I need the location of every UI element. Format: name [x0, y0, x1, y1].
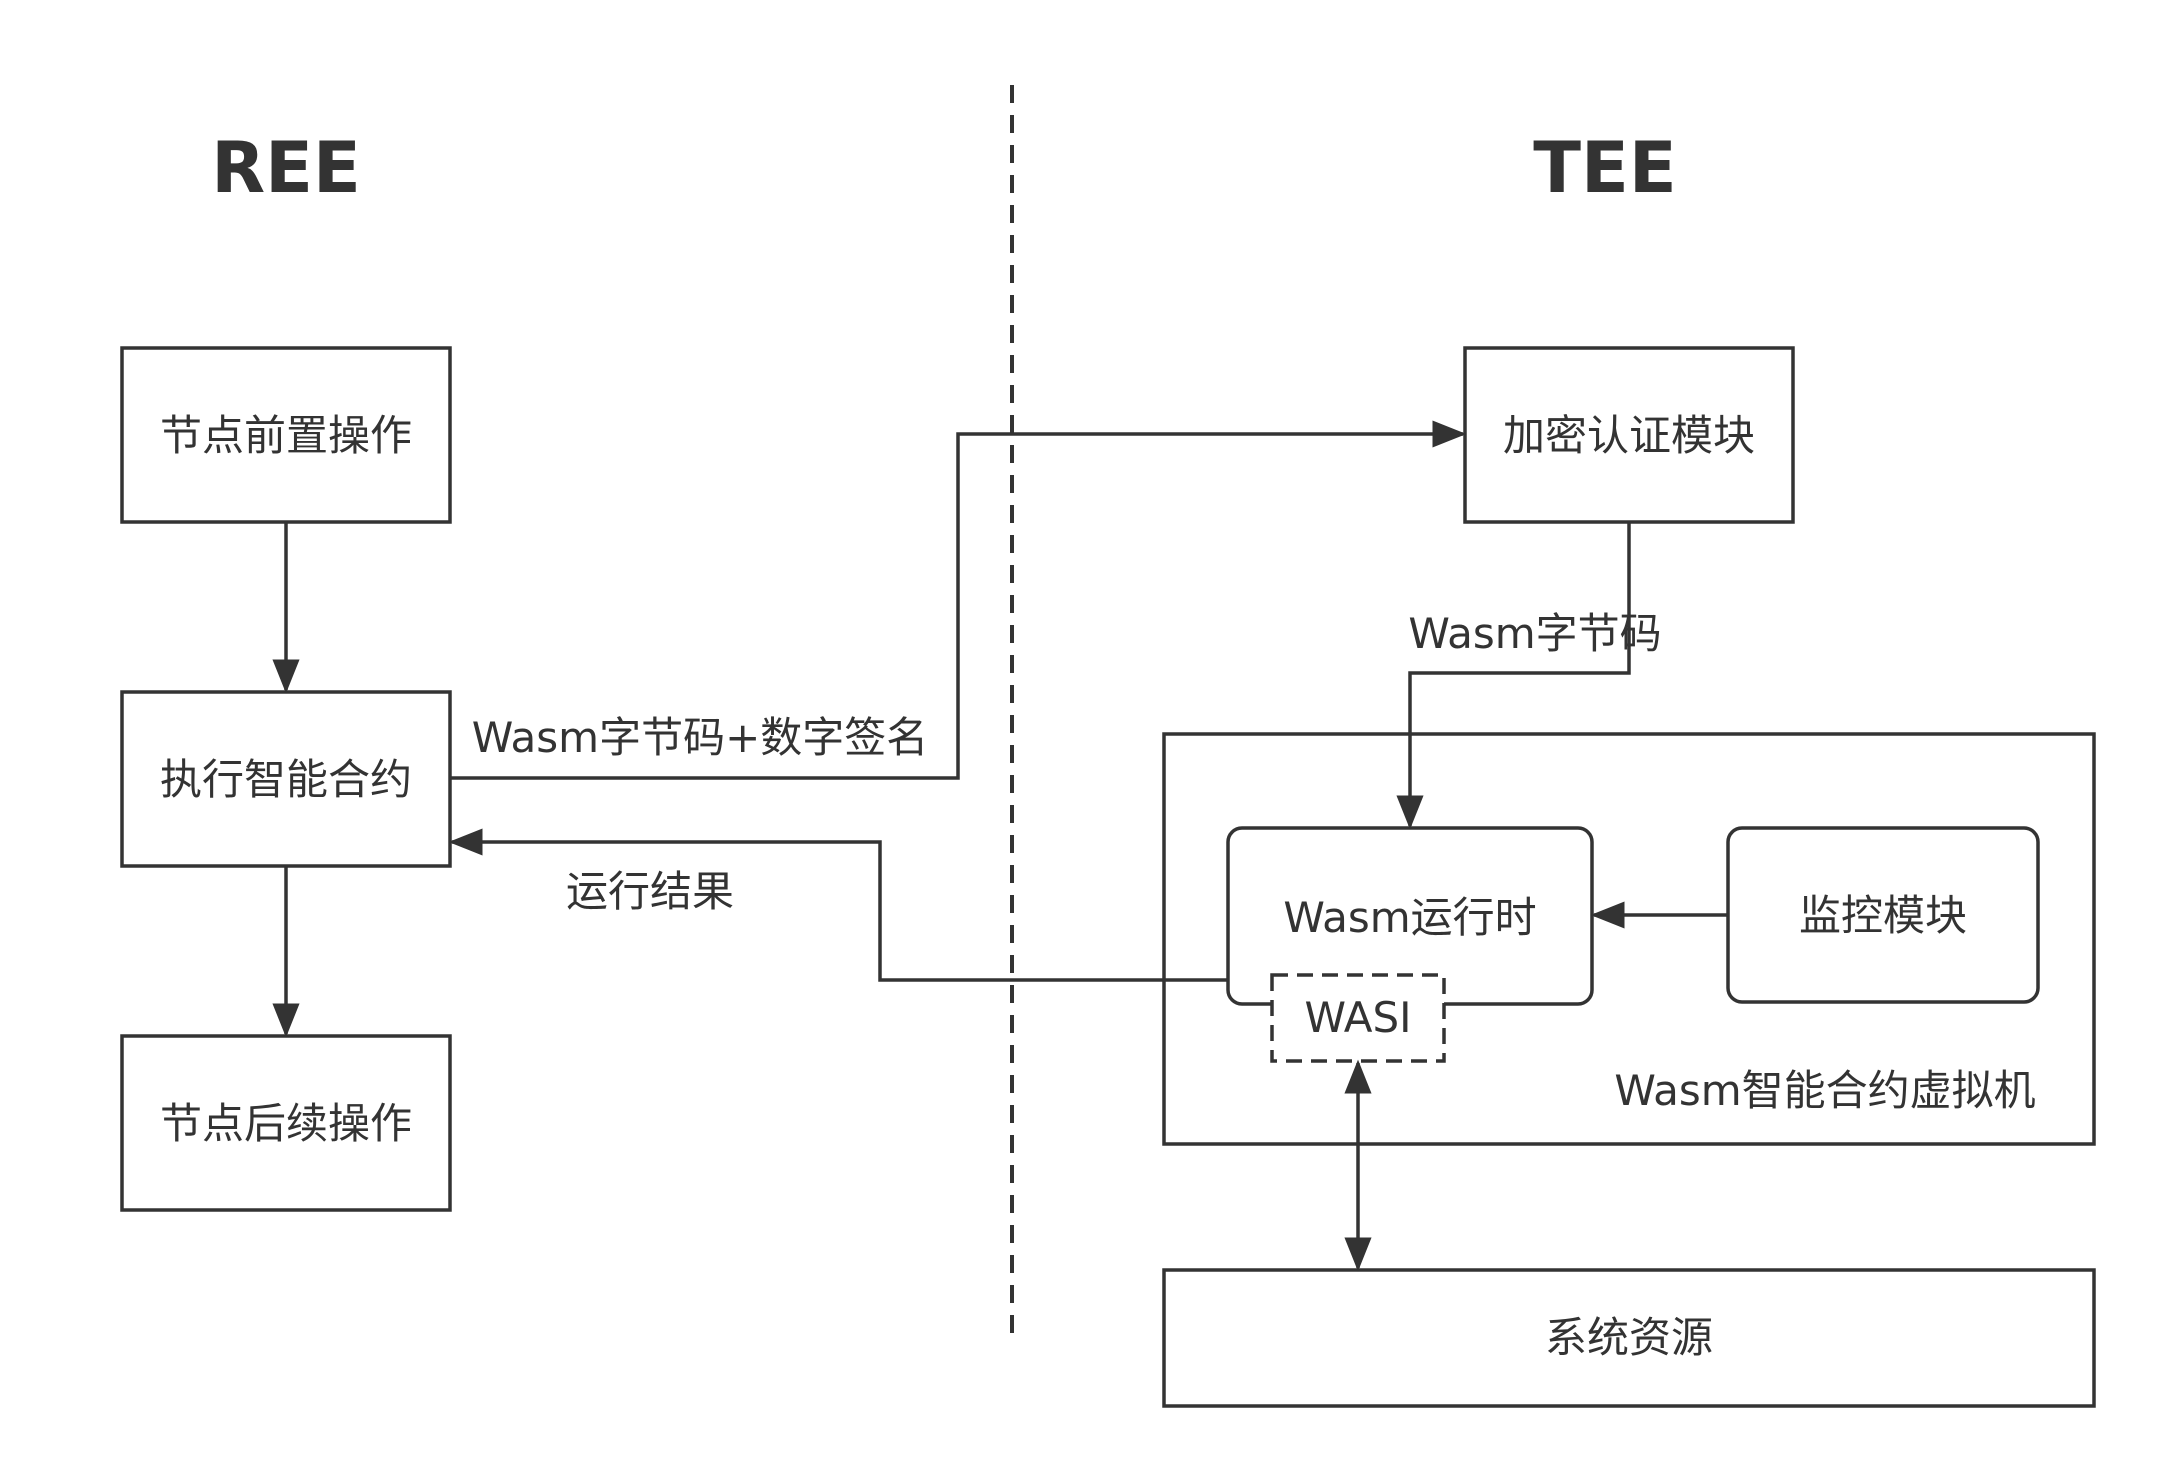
ree-title: REE	[211, 127, 361, 209]
node-wasi: WASI	[1270, 973, 1446, 1063]
edge-exec-to-crypto	[450, 420, 1467, 780]
node-monitor-label: 监控模块	[1799, 891, 1967, 940]
node-crypto-auth-label: 加密认证模块	[1503, 411, 1755, 460]
edge-bytecode-signature-label: Wasm字节码+数字签名	[472, 713, 929, 762]
node-pre-op-label: 节点前置操作	[160, 411, 412, 460]
node-pre-op: 节点前置操作	[120, 346, 452, 524]
node-crypto-auth: 加密认证模块	[1463, 346, 1795, 524]
node-sys-resources-label: 系统资源	[1545, 1313, 1713, 1362]
node-wasi-label: WASI	[1304, 993, 1411, 1042]
node-sys-resources: 系统资源	[1162, 1268, 2096, 1408]
node-wasm-runtime: Wasm运行时	[1226, 826, 1594, 1006]
node-exec-contract: 执行智能合约	[120, 690, 452, 868]
node-post-op-label: 节点后续操作	[160, 1099, 412, 1148]
edge-bytecode-label: Wasm字节码	[1408, 609, 1661, 658]
node-wasm-runtime-label: Wasm运行时	[1283, 893, 1536, 942]
edge-crypto-to-runtime	[1396, 522, 1631, 830]
edge-run-result-label: 运行结果	[566, 867, 734, 916]
node-monitor: 监控模块	[1726, 826, 2040, 1004]
node-exec-contract-label: 执行智能合约	[160, 755, 412, 804]
node-vm-container-label: Wasm智能合约虚拟机	[1614, 1066, 2035, 1115]
tee-title: TEE	[1533, 127, 1676, 209]
edge-runtime-to-exec	[448, 828, 1228, 982]
node-post-op: 节点后续操作	[120, 1034, 452, 1212]
